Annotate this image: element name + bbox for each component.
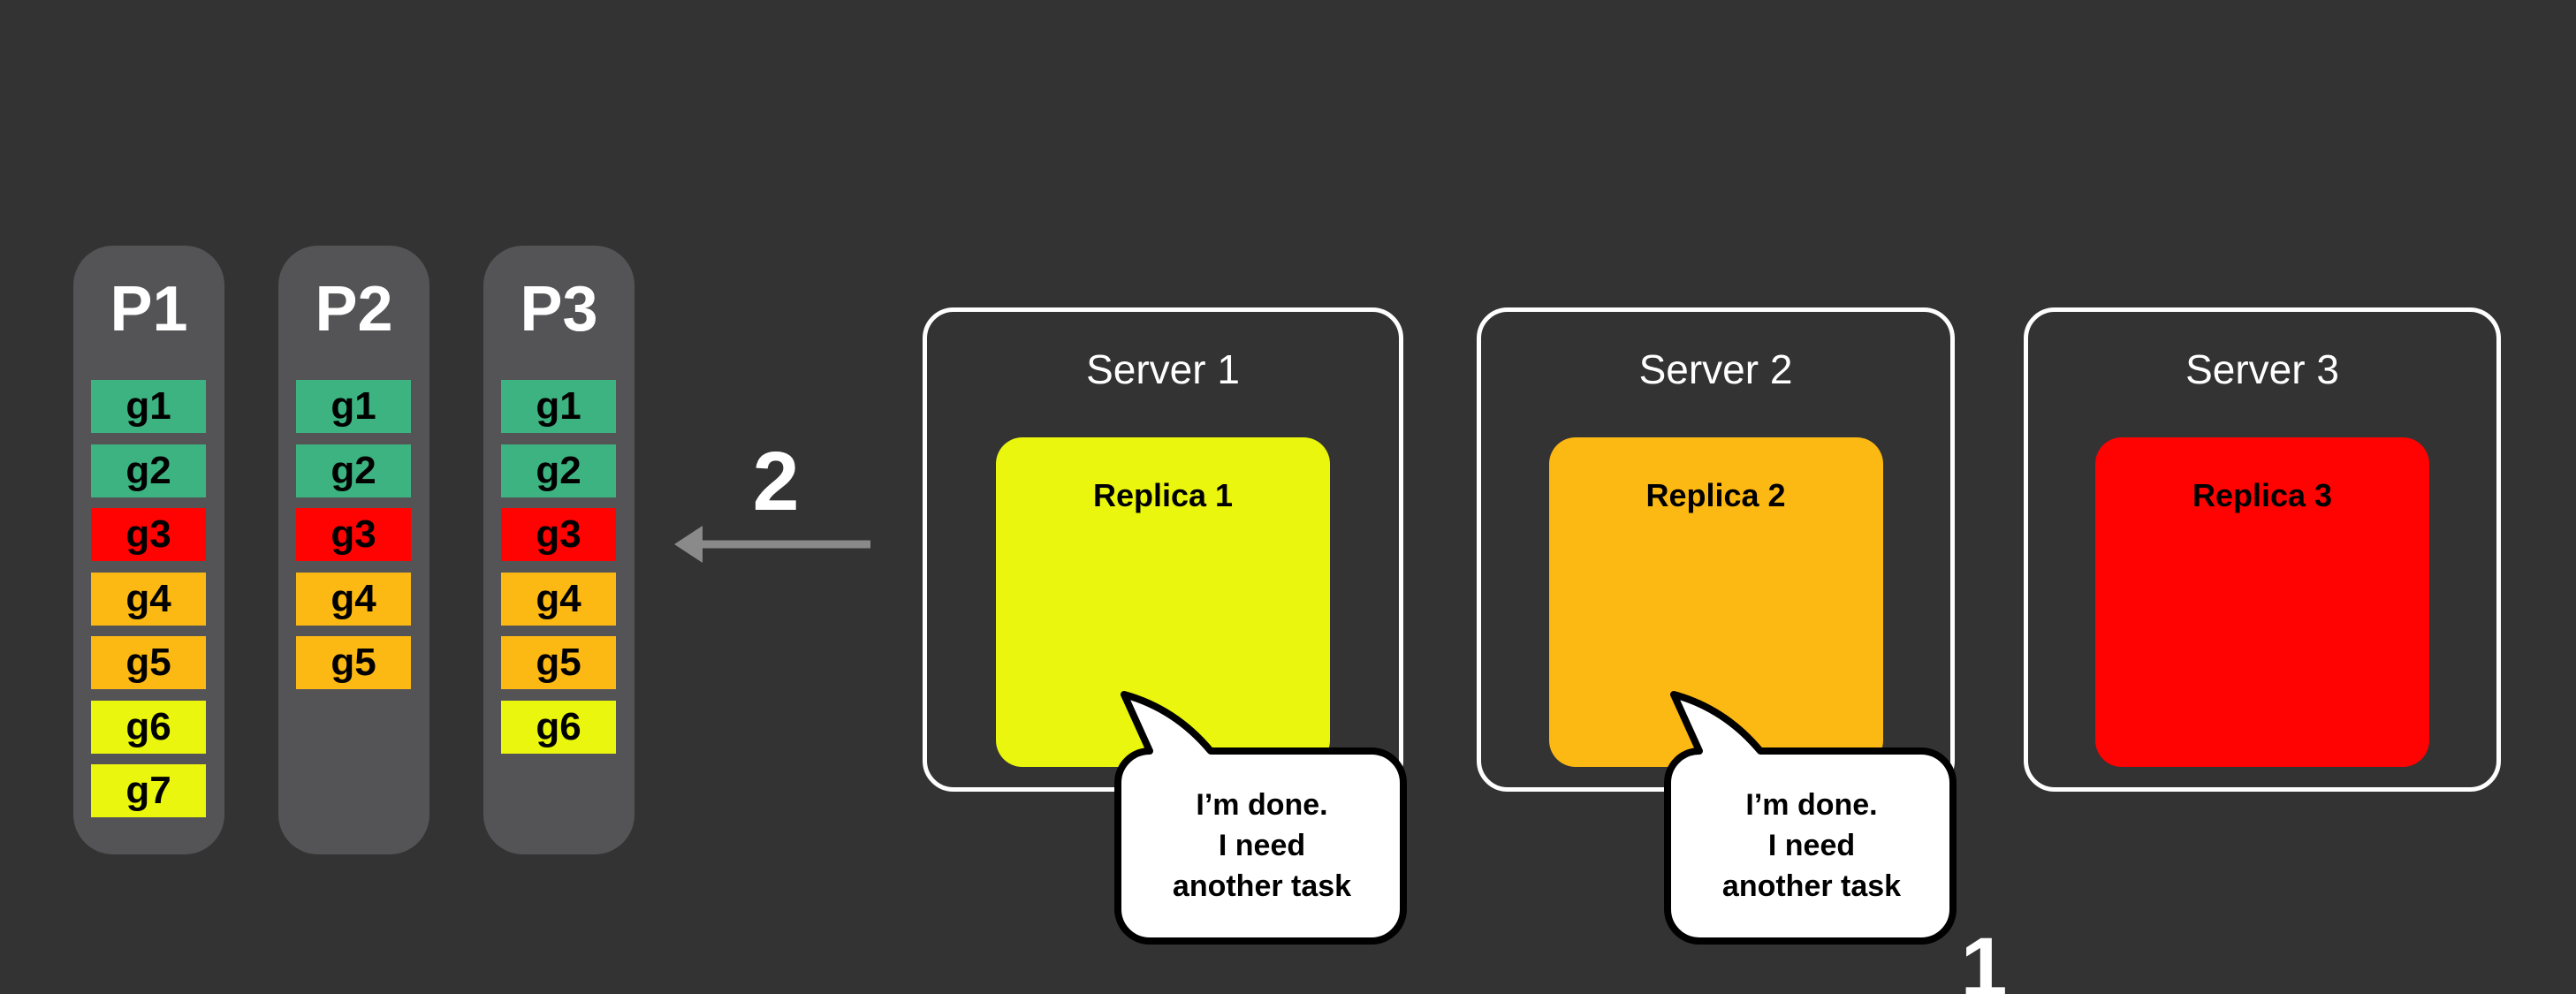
- task-cell: g2: [91, 444, 206, 497]
- partition-p1: P1 g1 g2 g3 g4 g5 g6 g7: [73, 246, 224, 854]
- task-cell: g4: [91, 572, 206, 626]
- task-cell: g3: [91, 508, 206, 561]
- task-cell: g4: [296, 572, 411, 626]
- replica-1-box: Replica 1: [996, 437, 1330, 767]
- task-cell: g5: [91, 636, 206, 689]
- task-cell: g4: [501, 572, 616, 626]
- task-cell: g5: [296, 636, 411, 689]
- task-cell: g1: [501, 380, 616, 433]
- partition-label: P3: [520, 274, 598, 345]
- task-cell: g3: [501, 508, 616, 561]
- partition-p3: P3 g1 g2 g3 g4 g5 g6: [483, 246, 635, 854]
- task-cell: g1: [296, 380, 411, 433]
- task-cell: g7: [91, 764, 206, 817]
- task-list: g1 g2 g3 g4 g5: [296, 380, 411, 689]
- server-title: Server 1: [1086, 346, 1240, 392]
- task-cell: g3: [296, 508, 411, 561]
- server-3-box: Server 3 Replica 3: [2024, 307, 2501, 792]
- left-arrow-icon: [674, 526, 870, 563]
- server-title: Server 3: [2185, 346, 2339, 392]
- speech-line: I’m done.: [1196, 788, 1328, 822]
- task-cell: g2: [296, 444, 411, 497]
- task-list: g1 g2 g3 g4 g5 g6: [501, 380, 616, 754]
- task-cell: g6: [91, 700, 206, 754]
- speech-line: I need: [1218, 829, 1306, 862]
- speech-text-server-1: I’m done. I need another task: [1112, 785, 1412, 907]
- task-cell: g5: [501, 636, 616, 689]
- task-cell: g1: [91, 380, 206, 433]
- step-2-label: 2: [752, 435, 800, 528]
- speech-bubble-server-2: [1664, 691, 1957, 945]
- partition-p2: P2 g1 g2 g3 g4 g5: [278, 246, 429, 854]
- speech-line: another task: [1721, 869, 1902, 903]
- replica-label: Replica 3: [2192, 477, 2333, 513]
- partition-label: P1: [110, 274, 188, 345]
- server-title: Server 2: [1638, 346, 1793, 392]
- speech-text-server-2: I’m done. I need another task: [1661, 785, 1962, 907]
- task-cell: g6: [501, 700, 616, 754]
- step-1-label: 1: [1960, 921, 2008, 994]
- speech-line: I’m done.: [1745, 788, 1878, 822]
- task-cell: g2: [501, 444, 616, 497]
- replica-label: Replica 1: [1092, 477, 1234, 513]
- speech-line: I need: [1767, 829, 1856, 862]
- speech-bubble-server-1: [1114, 691, 1407, 945]
- replica-3-box: Replica 3: [2095, 437, 2429, 767]
- task-list: g1 g2 g3 g4 g5 g6 g7: [91, 380, 206, 817]
- replica-label: Replica 2: [1645, 477, 1786, 513]
- partition-label: P2: [315, 274, 393, 345]
- speech-line: another task: [1172, 869, 1352, 903]
- server-1-box: Server 1 Replica 1: [923, 307, 1403, 792]
